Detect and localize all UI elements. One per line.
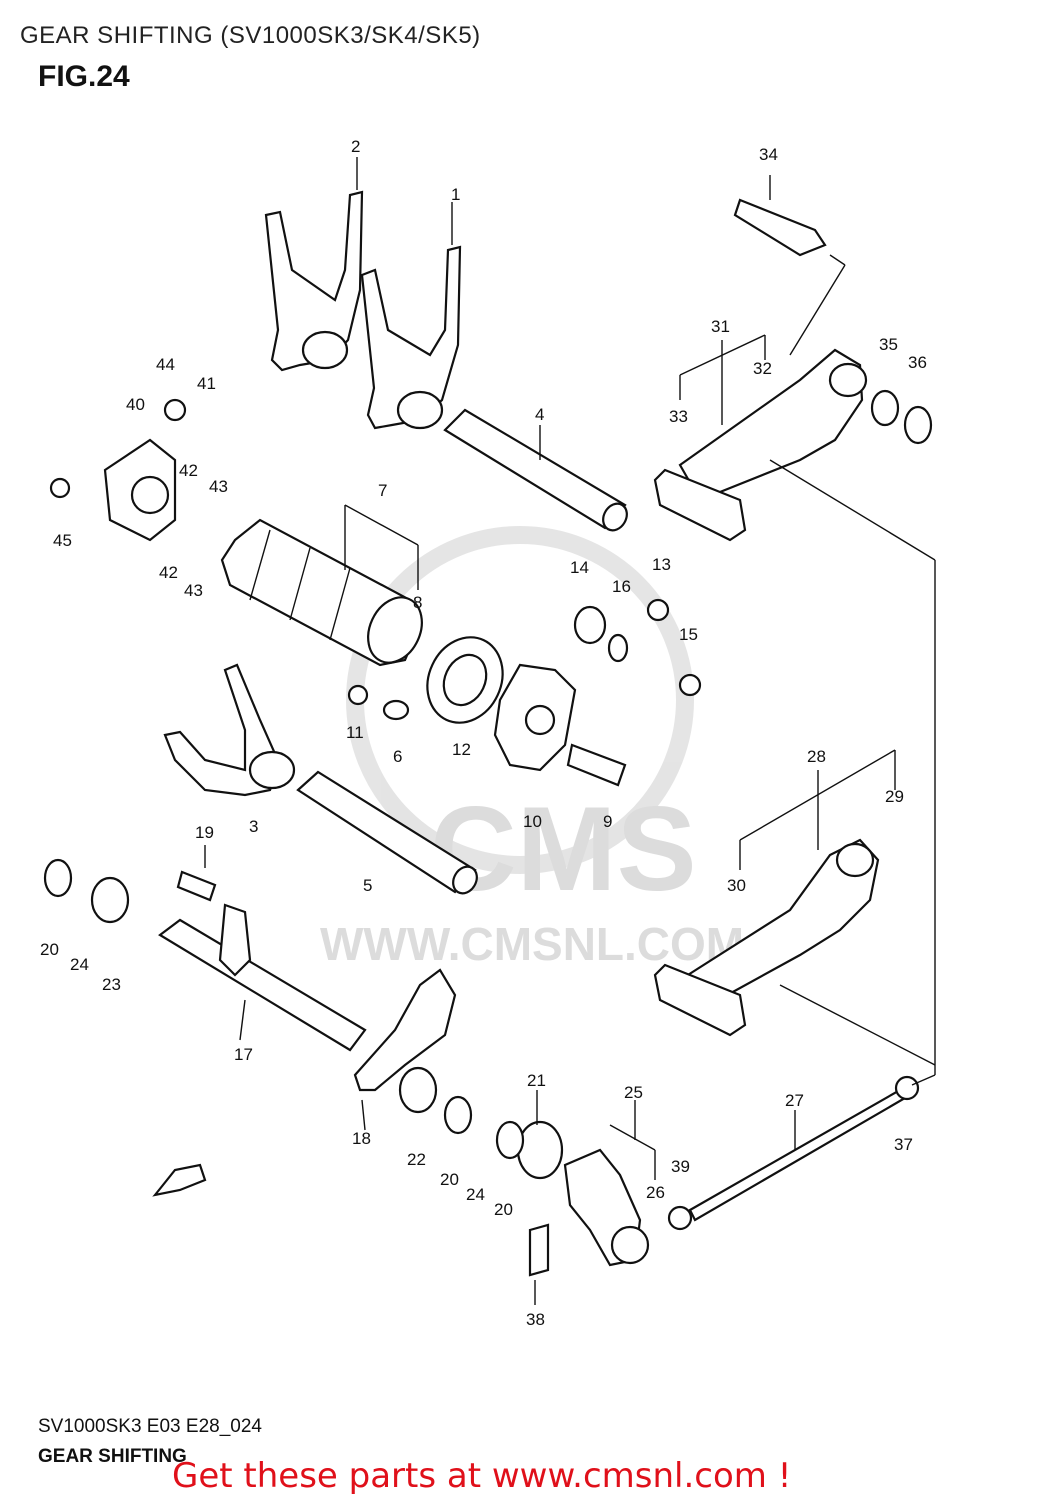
gear-shift-shaft-17[interactable]: [158, 903, 367, 1052]
callout-38[interactable]: 38: [526, 1310, 545, 1329]
callout-3[interactable]: 3: [249, 817, 258, 836]
pin-9[interactable]: [566, 743, 627, 787]
shift-fork-3[interactable]: [163, 663, 296, 797]
promo-link[interactable]: Get these parts at www.cmsnl.com !: [172, 1456, 792, 1496]
callout-42-a[interactable]: 42: [179, 461, 198, 480]
callout-13[interactable]: 13: [652, 555, 671, 574]
circlip-36[interactable]: [903, 405, 933, 445]
callout-37[interactable]: 37: [894, 1135, 913, 1154]
bolt-19[interactable]: [176, 870, 217, 902]
bearing-12[interactable]: [414, 625, 516, 735]
callout-17[interactable]: 17: [234, 1045, 253, 1064]
figure-number: FIG.24: [38, 60, 130, 93]
callout-10[interactable]: 10: [523, 812, 542, 831]
diagram-caption: GEAR SHIFTING: [38, 1446, 187, 1467]
spring-14[interactable]: [573, 605, 607, 645]
callout-20-b[interactable]: 20: [440, 1170, 459, 1189]
callout-43-b[interactable]: 43: [184, 581, 203, 600]
callout-15[interactable]: 15: [679, 625, 698, 644]
watermark-url: WWW.CMSNL.COM: [320, 918, 744, 970]
washer-20b[interactable]: [443, 1095, 473, 1135]
callout-42-b[interactable]: 42: [159, 563, 178, 582]
callout-44[interactable]: 44: [156, 355, 175, 374]
washer-20c[interactable]: [495, 1120, 525, 1160]
callout-32[interactable]: 32: [753, 359, 772, 378]
bolt-44[interactable]: [163, 398, 187, 422]
fwd-arrow-icon: [152, 1163, 207, 1197]
callout-22[interactable]: 22: [407, 1150, 426, 1169]
nut-37[interactable]: [894, 1075, 920, 1101]
callout-9[interactable]: 9: [603, 812, 612, 831]
washer-16[interactable]: [607, 633, 629, 663]
washer-20[interactable]: [43, 858, 73, 898]
shift-fork-1[interactable]: [360, 245, 462, 430]
callout-20-a[interactable]: 20: [40, 940, 59, 959]
gearshift-lever-28[interactable]: [653, 838, 880, 1037]
gear-shift-arm-18[interactable]: [353, 968, 457, 1092]
washer-35[interactable]: [870, 389, 900, 427]
fork-shaft-4[interactable]: [443, 408, 632, 535]
callout-4[interactable]: 4: [535, 405, 544, 424]
callout-36[interactable]: 36: [908, 353, 927, 372]
spring-23[interactable]: [90, 876, 130, 924]
callout-5[interactable]: 5: [363, 876, 372, 895]
callout-12[interactable]: 12: [452, 740, 471, 759]
bolt-11[interactable]: [347, 684, 369, 706]
callout-11[interactable]: 11: [346, 723, 364, 742]
rod-end-25[interactable]: [563, 1148, 650, 1267]
callout-7[interactable]: 7: [378, 481, 387, 500]
callout-35[interactable]: 35: [879, 335, 898, 354]
callout-6[interactable]: 6: [393, 747, 402, 766]
callout-33[interactable]: 33: [669, 407, 688, 426]
callout-24-a[interactable]: 24: [70, 955, 89, 974]
fork-shaft-5[interactable]: [296, 770, 482, 898]
nut-39[interactable]: [667, 1205, 693, 1231]
neutral-switch-40[interactable]: [103, 438, 177, 542]
cam-stopper-plate-10[interactable]: [493, 663, 577, 772]
leader-lines: [204, 157, 936, 1305]
callout-27[interactable]: 27: [785, 1091, 804, 1110]
oil-seal-21[interactable]: [516, 1120, 564, 1180]
bolt-15[interactable]: [678, 673, 702, 697]
bolt-45[interactable]: [49, 477, 71, 499]
watermark-brand: CMS: [430, 782, 697, 916]
callout-40[interactable]: 40: [126, 395, 145, 414]
shift-fork-2[interactable]: [264, 190, 364, 372]
callout-28[interactable]: 28: [807, 747, 826, 766]
callout-39[interactable]: 39: [671, 1157, 690, 1176]
callout-34[interactable]: 34: [759, 145, 778, 164]
plate-6[interactable]: [382, 699, 410, 721]
callout-16[interactable]: 16: [612, 577, 631, 596]
callout-14[interactable]: 14: [570, 558, 589, 577]
callout-21[interactable]: 21: [527, 1071, 546, 1090]
diagram-title: GEAR SHIFTING (SV1000SK3/SK4/SK5): [20, 22, 481, 49]
callout-30[interactable]: 30: [727, 876, 746, 895]
callout-labels: 1 2 3 4 5 6 7 8 9 10 11 12 13 14 15 16 1…: [40, 137, 927, 1329]
cam-stopper-13[interactable]: [646, 598, 670, 622]
bolt-34[interactable]: [733, 198, 827, 257]
callout-26[interactable]: 26: [646, 1183, 665, 1202]
callout-18[interactable]: 18: [352, 1129, 371, 1148]
callout-19[interactable]: 19: [195, 823, 214, 842]
callout-1[interactable]: 1: [451, 185, 460, 204]
callout-25[interactable]: 25: [624, 1083, 643, 1102]
callout-29[interactable]: 29: [885, 787, 904, 806]
bolt-38[interactable]: [528, 1223, 550, 1277]
spring-22[interactable]: [398, 1066, 438, 1114]
diagram-code: SV1000SK3 E03 E28_024: [38, 1416, 262, 1437]
callout-41[interactable]: 41: [197, 374, 216, 393]
callout-43-a[interactable]: 43: [209, 477, 228, 496]
callout-8[interactable]: 8: [413, 593, 422, 612]
gearshift-lever-31[interactable]: [653, 348, 868, 542]
callout-2[interactable]: 2: [351, 137, 360, 156]
callout-31[interactable]: 31: [711, 317, 730, 336]
callout-20-c[interactable]: 20: [494, 1200, 513, 1219]
callout-23[interactable]: 23: [102, 975, 121, 994]
callout-24-b[interactable]: 24: [466, 1185, 485, 1204]
gear-shift-cam-7[interactable]: [220, 518, 432, 671]
callout-45[interactable]: 45: [53, 531, 72, 550]
